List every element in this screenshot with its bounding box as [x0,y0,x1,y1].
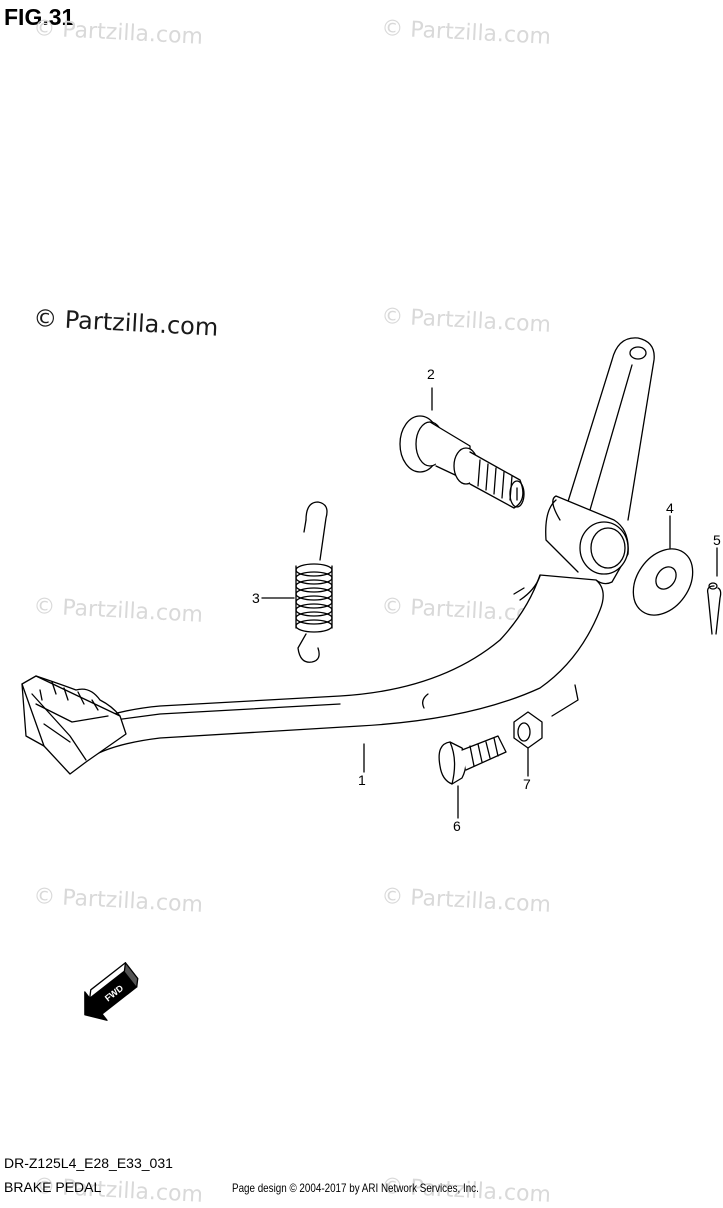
callout-1: 1 [358,772,366,788]
brake-pedal-arm [21,337,655,775]
cotter-pin [706,547,722,635]
callout-2: 2 [427,366,435,382]
figure-title: FIG.31 [4,4,75,30]
fwd-direction-arrow: FWD [84,962,139,1021]
washer [632,515,694,616]
callout-3: 3 [252,590,260,606]
callout-6: 6 [453,818,461,834]
model-code: DR-Z125L4_E28_E33_031 [4,1155,173,1171]
nut [513,711,543,777]
pivot-shaft [399,387,525,509]
callout-5: 5 [713,532,721,548]
return-spring [261,501,333,663]
bolt [438,735,507,819]
page-credit: Page design © 2004-2017 by ARI Network S… [232,1181,479,1195]
callout-4: 4 [666,500,674,516]
figure-name: BRAKE PEDAL [4,1179,102,1195]
callout-7: 7 [523,776,531,792]
